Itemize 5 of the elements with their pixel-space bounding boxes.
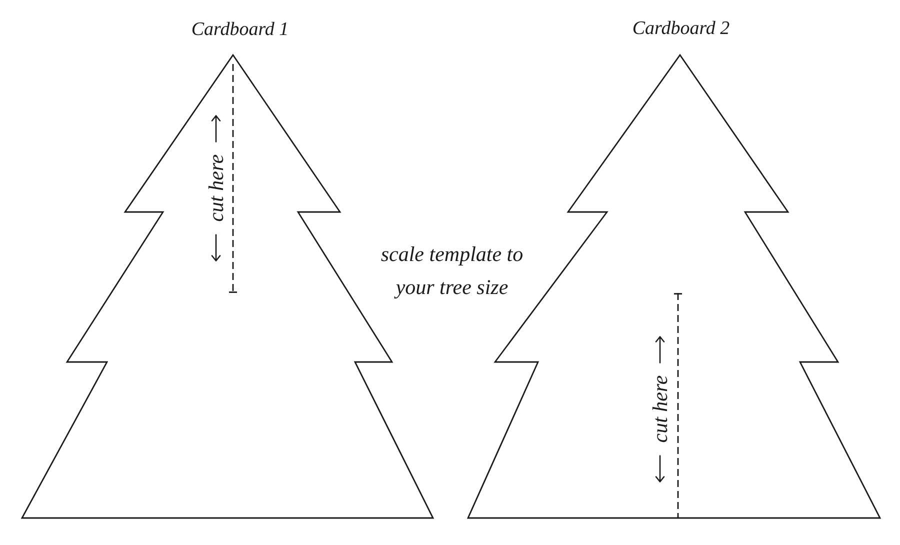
- cut-instruction: cut here: [648, 375, 672, 443]
- note-text: scale template to your tree size: [380, 241, 524, 301]
- template-title: Cardboard 2: [632, 18, 730, 40]
- cut-instruction: cut here: [204, 154, 228, 222]
- template-title: Cardboard 1: [191, 19, 289, 41]
